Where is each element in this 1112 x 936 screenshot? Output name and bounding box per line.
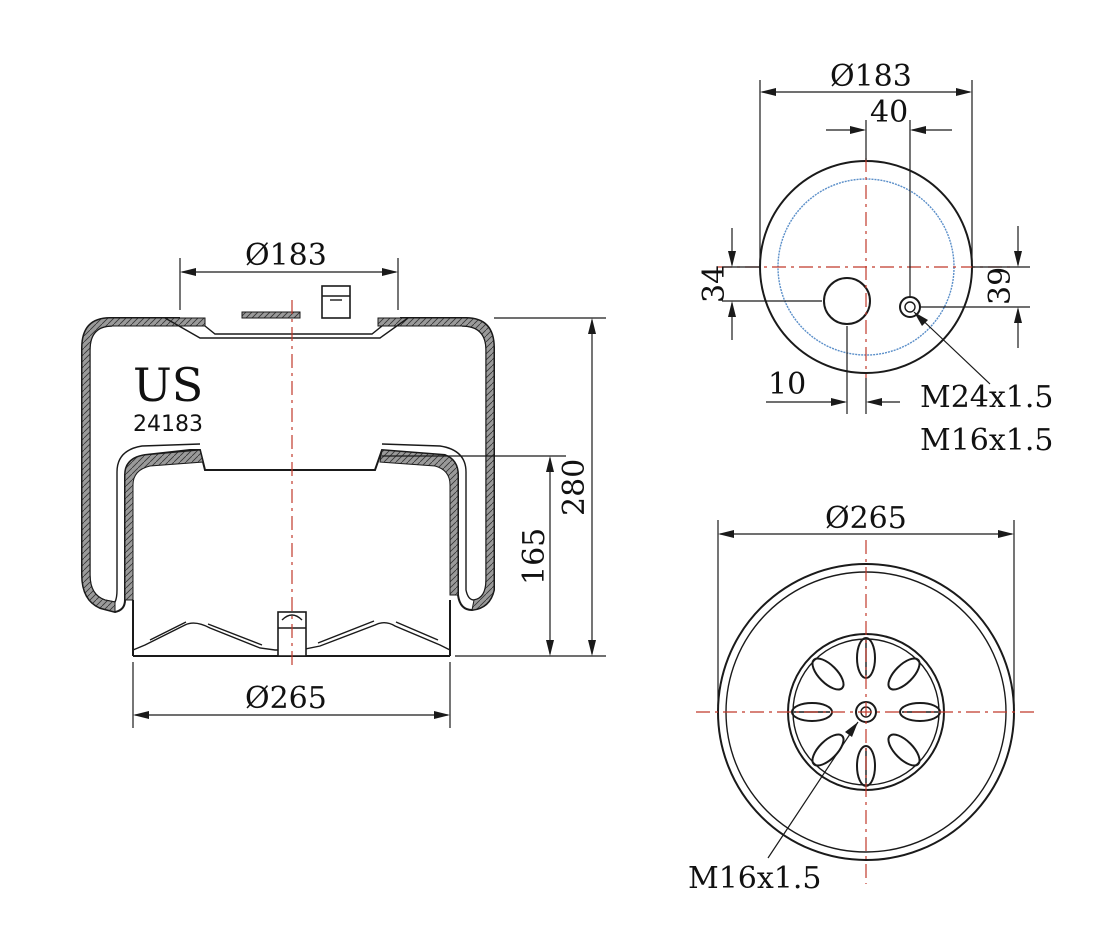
brand-label: US	[133, 358, 203, 412]
top-thread-2-label: M16x1.5	[920, 423, 1054, 458]
side-view: US 24183 Ø183 Ø265 280 165	[81, 238, 606, 728]
top-view-thread-leader	[913, 311, 991, 385]
model-label: 24183	[133, 412, 203, 437]
top-view-offset-40-label: 40	[870, 95, 908, 130]
bellows-section-left	[81, 317, 206, 613]
bottom-thread-label: M16x1.5	[688, 861, 822, 896]
piston-bottom-profile-inner	[149, 620, 439, 646]
top-view-offset-39-label: 39	[983, 267, 1018, 305]
top-view-air-port	[823, 277, 871, 325]
piston-rim-left	[124, 449, 204, 601]
side-bottom-diameter-label: Ø265	[245, 681, 327, 716]
bottom-view-thread-leader	[767, 721, 859, 859]
top-view-offset-10-label: 10	[768, 367, 806, 402]
bellows-section-right	[377, 317, 495, 611]
piston-height-label: 165	[517, 528, 552, 585]
bottom-view: Ø265 M16x1.5	[688, 501, 1036, 896]
bottom-view-diameter-label: Ø265	[825, 501, 907, 536]
overall-height-label: 280	[557, 459, 592, 516]
side-top-diameter-label: Ø183	[245, 238, 327, 273]
top-plate	[164, 317, 409, 339]
piston-rim-right	[379, 449, 459, 596]
top-plate-inner	[204, 325, 383, 335]
top-stud	[321, 285, 351, 319]
top-view-offset-34-label: 34	[697, 265, 732, 303]
top-thread-1-label: M24x1.5	[920, 380, 1054, 415]
top-view-diameter-label: Ø183	[830, 59, 912, 94]
top-view: Ø183 40 34 39 10 M24	[697, 59, 1054, 458]
top-plate-pad	[241, 311, 301, 319]
